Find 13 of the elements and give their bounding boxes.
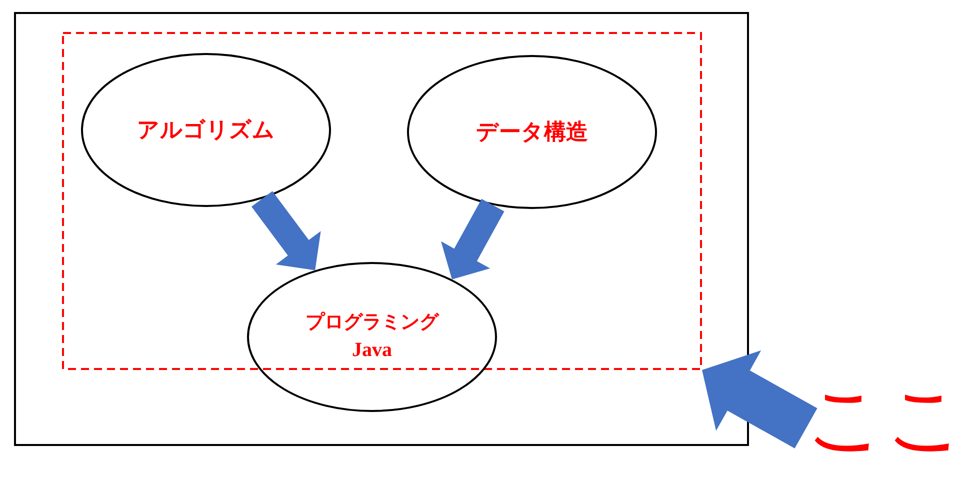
ellipse (407, 55, 657, 209)
ellipse (81, 53, 331, 207)
node-label: プログラミング (306, 310, 438, 335)
ellipse (247, 262, 497, 412)
block-arrow (252, 191, 321, 270)
annotation-text: ここ (806, 380, 966, 458)
block-arrow (441, 198, 504, 280)
outer-frame (14, 12, 749, 446)
block-arrow (702, 350, 818, 448)
node-label: データ構造 (476, 118, 588, 146)
node-label: Java (352, 338, 392, 364)
node-label: アルゴリズム (137, 116, 275, 144)
dashed-region (62, 32, 702, 370)
